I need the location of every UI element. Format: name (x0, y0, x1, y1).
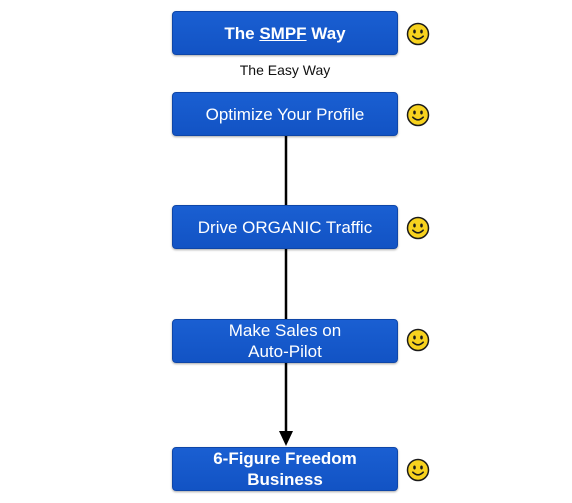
step-freedom-business: 6-Figure Freedom Business (172, 447, 398, 491)
easy-way-caption: The Easy Way (239, 62, 331, 78)
step-optimize-profile-label: Optimize Your Profile (205, 104, 365, 124)
step-drive-traffic-label: Drive ORGANIC Traffic (197, 217, 373, 237)
step-freedom-business-line1: 6-Figure Freedom (213, 449, 357, 468)
smiley-face-icon (406, 103, 430, 127)
arrowhead (279, 431, 293, 446)
smiley-face-icon (406, 22, 430, 46)
step-smpf-way-post: Way (306, 23, 346, 43)
step-smpf-way: The SMPF Way (172, 11, 398, 55)
step-smpf-way-underlined: SMPF (259, 23, 307, 43)
step-make-sales: Make Sales on Auto-Pilot (172, 319, 398, 363)
step-make-sales-line1: Make Sales on (228, 321, 342, 340)
step-make-sales-line2: Auto-Pilot (248, 342, 322, 361)
smiley-face-icon (406, 328, 430, 352)
step-optimize-profile: Optimize Your Profile (172, 92, 398, 136)
step-drive-traffic: Drive ORGANIC Traffic (172, 205, 398, 249)
step-freedom-business-line2: Business (247, 470, 323, 489)
smiley-face-icon (406, 458, 430, 482)
smiley-face-icon (406, 216, 430, 240)
step-smpf-way-pre: The (224, 23, 260, 43)
